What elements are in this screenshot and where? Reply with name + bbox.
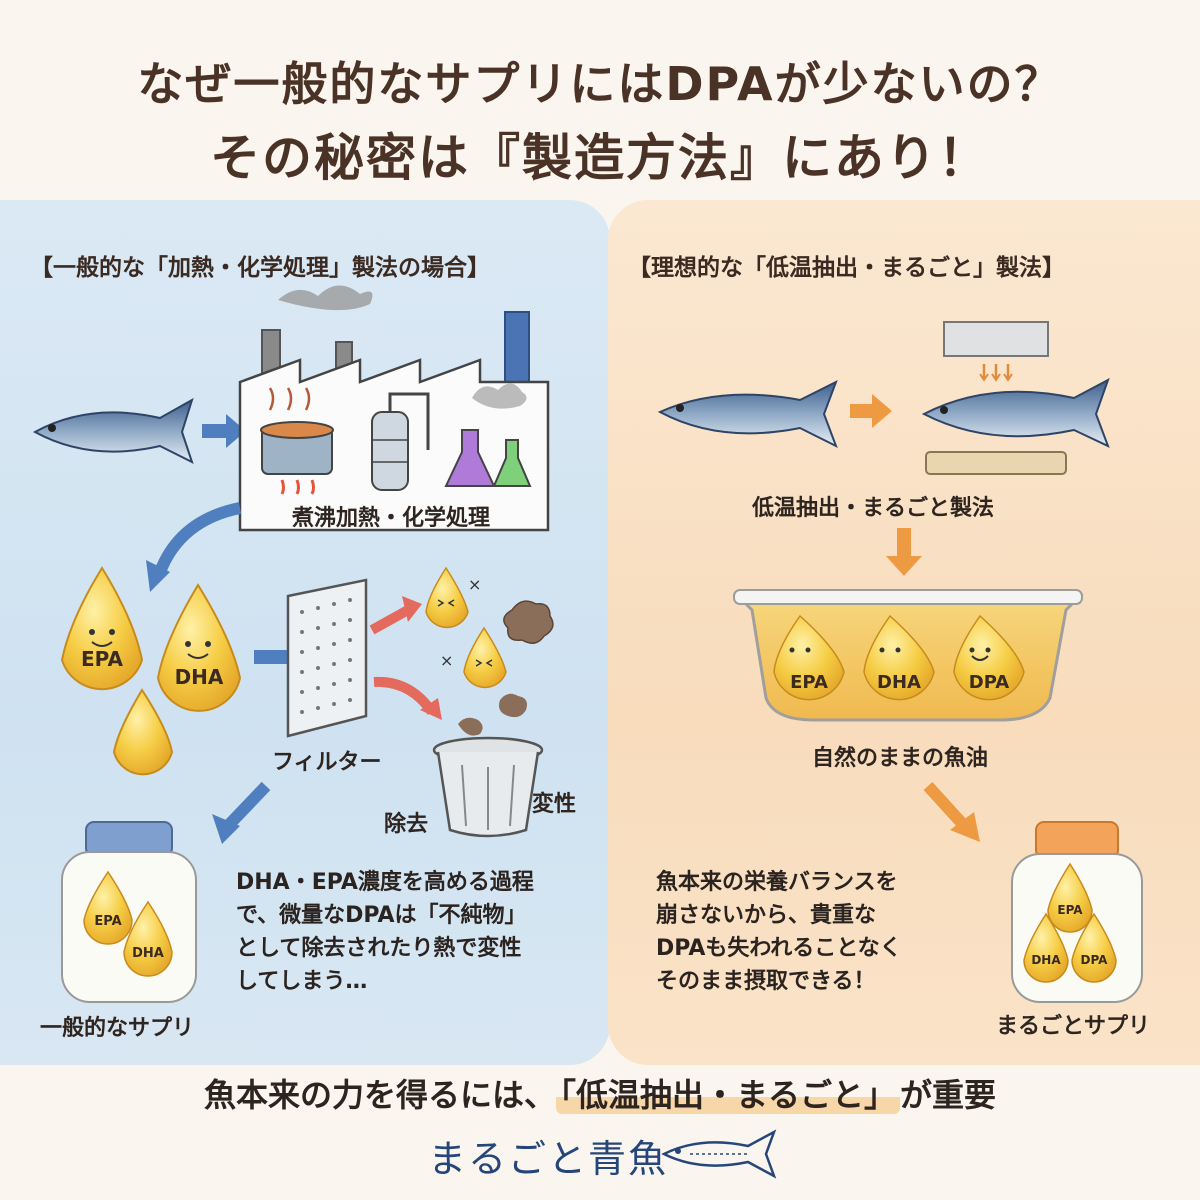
svg-text:×: × — [468, 575, 481, 594]
bottle-icon-marugoto — [1011, 821, 1143, 1003]
bottom-message-highlight: 「低温抽出・まるごと」 — [555, 1076, 900, 1114]
rbottle-label-dha: DHA — [1031, 953, 1061, 967]
left-explanation: DHA・EPA濃度を高める過程 で、微量なDPAは「不純物」 として除去されたり… — [236, 866, 534, 998]
filter-label: フィルター — [272, 750, 382, 775]
right-explanation: 魚本来の栄養バランスを 崩さないから、貴重な DPAも失われることなく そのまま… — [656, 866, 902, 998]
red-arrow-up — [369, 605, 411, 635]
orange-arrow-right — [850, 394, 892, 428]
left-explanation-line: として除去されたり熱で変性 — [236, 936, 522, 961]
press-icon — [921, 321, 1110, 475]
brand-name: まるごと青魚 — [428, 1137, 669, 1181]
distiller-icon — [371, 392, 430, 491]
left-explanation-line: DHA・EPA濃度を高める過程 — [236, 870, 534, 895]
bowl-drop-dha: DHA — [877, 672, 921, 693]
arrow-to-filter — [254, 650, 288, 664]
filter-icon — [286, 578, 368, 738]
bottle-icon-general — [61, 821, 197, 1003]
orange-arrow-down — [886, 528, 922, 576]
trash-can-icon — [432, 736, 544, 838]
arrow-to-factory — [202, 414, 246, 448]
denature-label: 変性 — [532, 792, 577, 817]
red-arrow-down — [373, 676, 437, 715]
sad-drop-2: × — [440, 626, 507, 689]
brand-fish-icon — [661, 1129, 777, 1179]
drop-label-epa: EPA — [81, 647, 123, 671]
oil-drop-dha — [156, 583, 242, 712]
rbottle-label-dpa: DPA — [1081, 953, 1109, 967]
fish-icon-right — [657, 379, 838, 449]
bottle-label-dha: DHA — [132, 946, 164, 961]
rbottle-label-epa: EPA — [1057, 903, 1083, 917]
arrow-to-drops — [154, 502, 242, 575]
right-explanation-line: 崩さないから、貴重な — [656, 903, 877, 928]
bowl-icon — [733, 589, 1084, 722]
right-explanation-line: そのまま摂取できる！ — [656, 969, 876, 994]
right-explanation-line: 魚本来の栄養バランスを — [656, 870, 898, 895]
fish-icon — [32, 397, 194, 464]
right-explanation-line: DPAも失われることなく — [656, 936, 902, 961]
left-explanation-line: で、微量なDPAは「不純物」 — [236, 903, 527, 928]
right-heading: 【理想的な「低温抽出・まるごと」製法】 — [628, 255, 1065, 281]
bottle-label-epa: EPA — [94, 914, 121, 929]
bowl-label: 自然のままの魚油 — [812, 746, 989, 771]
oil-drop-epa — [60, 566, 144, 691]
bottom-message-suffix: が重要 — [900, 1076, 997, 1114]
pot-icon — [260, 387, 334, 495]
drop-label-dha: DHA — [175, 665, 224, 689]
left-heading: 【一般的な「加熱・化学処理」製法の場合】 — [30, 255, 490, 281]
bowl-drop-epa: EPA — [790, 672, 828, 693]
title-line-2: その秘密は『製造方法』にあり！ — [210, 129, 990, 187]
bottom-message: 魚本来の力を得るには、「低温抽出・まるごと」が重要 — [0, 1070, 1200, 1116]
sad-drop-1: × — [425, 566, 481, 629]
marugoto-supplement-caption: まるごとサプリ — [996, 1014, 1151, 1039]
general-supplement-caption: 一般的なサプリ — [40, 1016, 195, 1041]
svg-text:×: × — [440, 651, 453, 670]
oil-drop-small — [112, 688, 174, 776]
bottom-message-prefix: 魚本来の力を得るには、 — [203, 1076, 556, 1114]
left-explanation-line: してしまう… — [236, 969, 368, 994]
removal-label: 除去 — [384, 812, 429, 837]
flask-icon — [444, 383, 532, 487]
process-label: 低温抽出・まるごと製法 — [752, 496, 995, 521]
factory-label: 煮沸加熱・化学処理 — [292, 506, 491, 531]
impurity-blob — [458, 600, 554, 736]
bowl-drop-dpa: DPA — [969, 672, 1009, 693]
title-line-1: なぜ一般的なサプリにはDPAが少ないの？ — [137, 57, 1063, 111]
